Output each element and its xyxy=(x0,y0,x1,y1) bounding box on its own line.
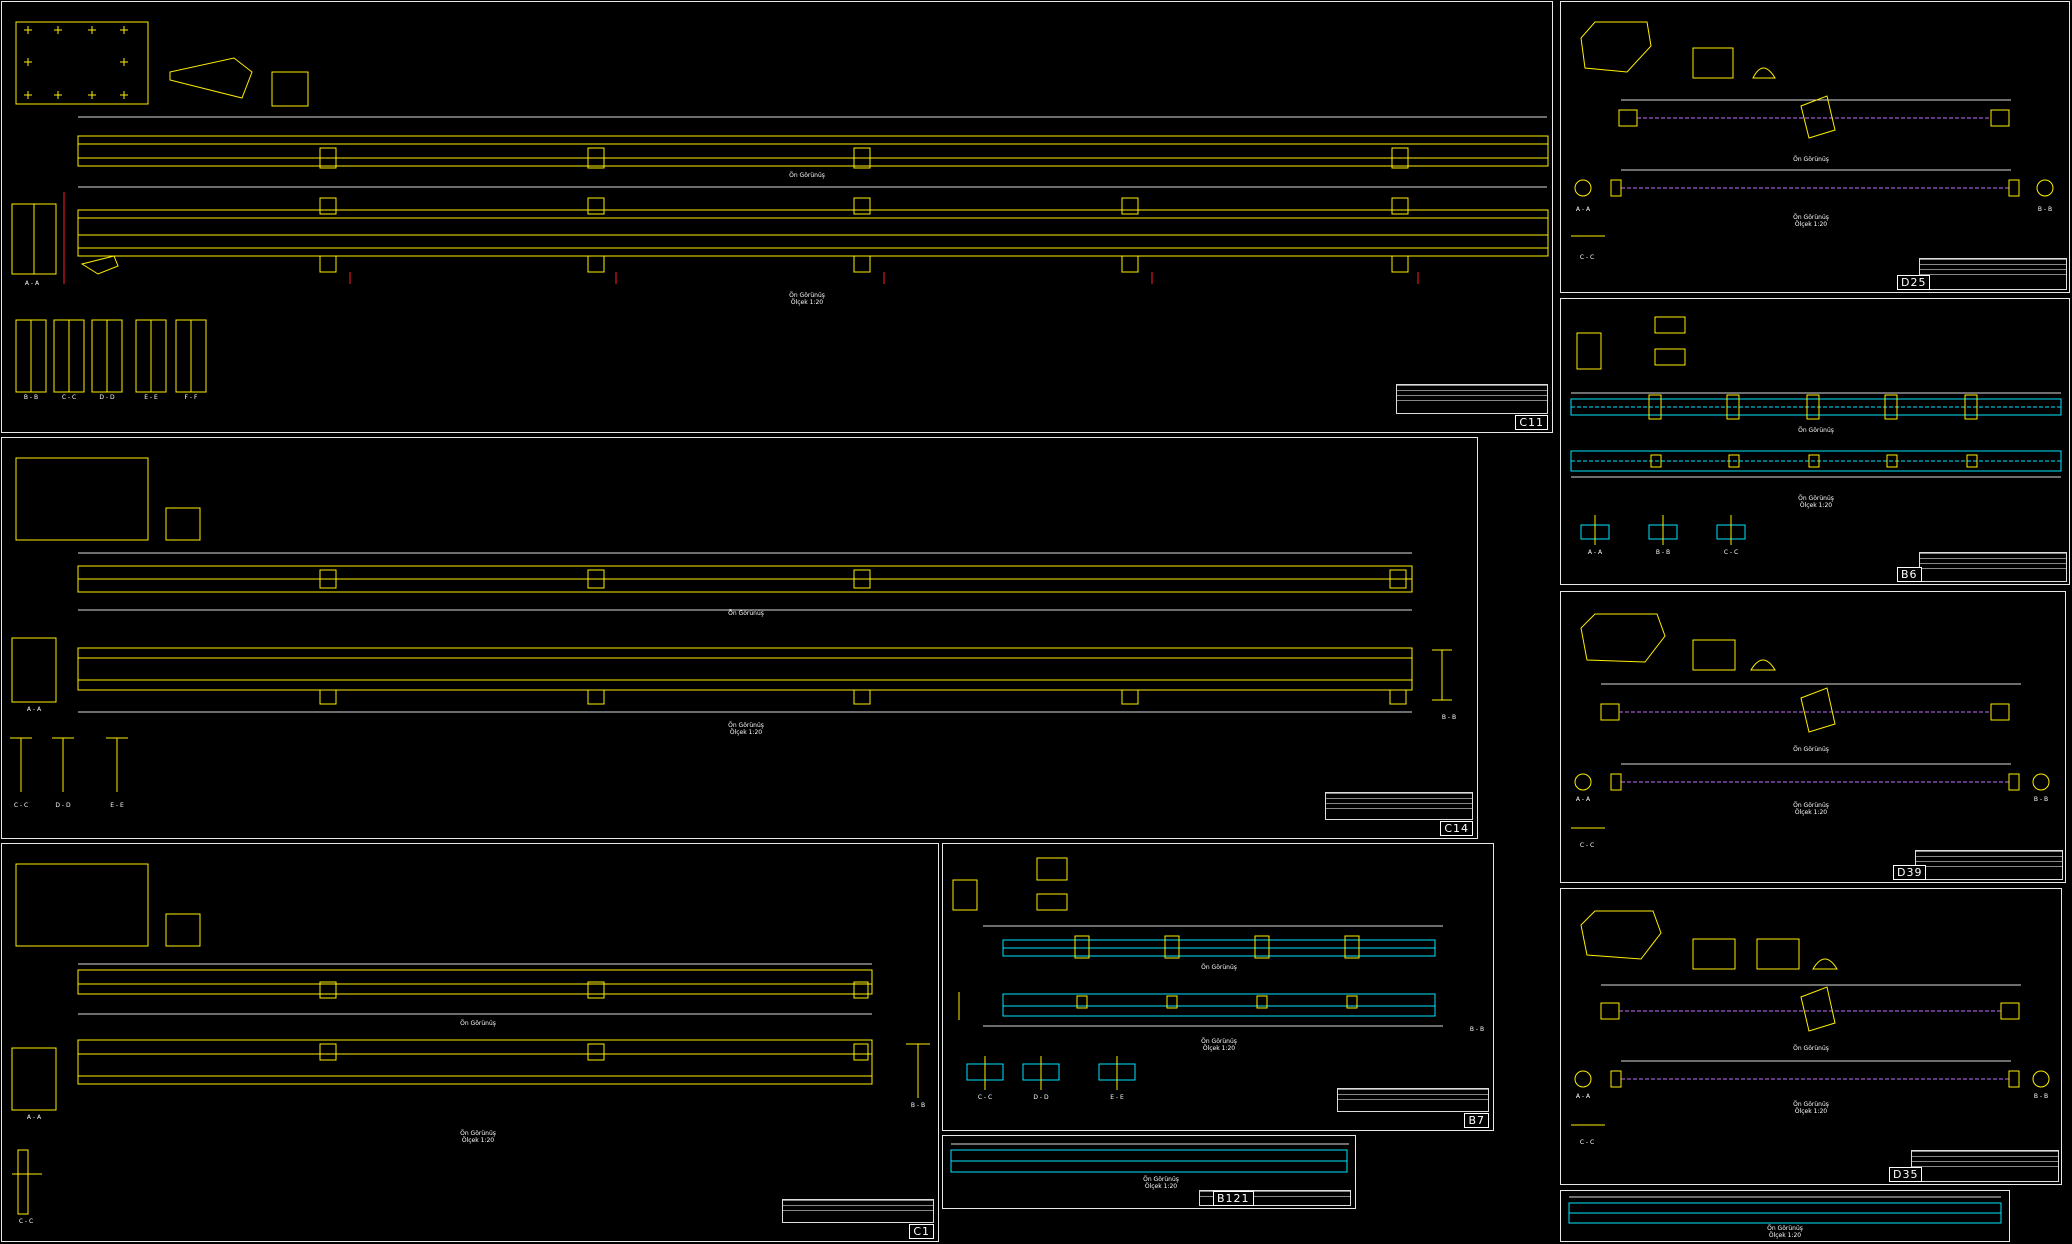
d39-view-caption-1: Ön Görünüş xyxy=(1793,746,1829,753)
d39-drawing xyxy=(1571,613,2050,829)
strip-drawing xyxy=(1568,1196,2002,1224)
c11-bolt-pattern xyxy=(24,26,128,99)
strip-view-caption: Ön Görünüş Ölçek 1:20 xyxy=(1767,1225,1803,1239)
c14-section-cc: C - C xyxy=(13,802,29,809)
c11-section-dd: D - D xyxy=(99,394,115,401)
b7-view-caption-2: Ön Görünüş Ölçek 1:20 xyxy=(1201,1038,1237,1052)
d39-view-caption-2: Ön Görünüş Ölçek 1:20 xyxy=(1793,802,1829,816)
c11-view-caption-2: Ön Görünüş Ölçek 1:20 xyxy=(789,292,825,306)
b6-view-caption-1: Ön Görünüş xyxy=(1798,427,1834,434)
c14-view-caption-1: Ön Görünüş xyxy=(728,610,764,617)
sheet-d35[interactable]: Ön Görünüş Ön Görünüş Ölçek 1:20 A - A B… xyxy=(1560,888,2062,1185)
c11-title-block xyxy=(1396,384,1548,414)
d35-section-bb: B - B xyxy=(2033,1093,2049,1100)
sheet-b121[interactable]: Ön Görünüş Ölçek 1:20 B121 xyxy=(942,1135,1356,1209)
b121-sheet-label: B121 xyxy=(1213,1191,1254,1206)
d35-section-cc: C - C xyxy=(1579,1139,1595,1146)
c11-member-bottom xyxy=(77,209,1549,257)
d25-section-aa: A - A xyxy=(1575,206,1591,213)
b6-section-aa: A - A xyxy=(1587,549,1603,556)
b7-section-ee: E - E xyxy=(1110,1094,1124,1101)
b6-view-caption-2: Ön Görünüş Ölçek 1:20 xyxy=(1798,495,1834,509)
b6-section-bb: B - B xyxy=(1655,549,1671,556)
sheet-c11[interactable]: Ön Görünüş Ön Görünüş Ölçek 1:20 A - A B… xyxy=(1,1,1553,433)
c1-section-cc: C - C xyxy=(18,1218,34,1225)
sheet-b6[interactable]: Ön Görünüş Ön Görünüş Ölçek 1:20 A - A B… xyxy=(1560,298,2070,585)
c14-section-bb: B - B xyxy=(1441,714,1457,721)
d25-sheet-label: D25 xyxy=(1897,275,1931,290)
c11-section-aa: A - A xyxy=(24,280,40,287)
c14-section-profiles xyxy=(10,737,128,792)
c11-section-cc: C - C xyxy=(61,394,77,401)
c1-sheet-label: C1 xyxy=(909,1224,934,1239)
b6-section-cc: C - C xyxy=(1723,549,1739,556)
b7-title-block xyxy=(1337,1088,1489,1112)
c11-drawing xyxy=(11,21,1549,393)
c14-section-aa: A - A xyxy=(26,706,42,713)
d35-section-aa: A - A xyxy=(1575,1093,1591,1100)
sheet-c14[interactable]: Ön Görünüş Ön Görünüş Ölçek 1:20 A - A B… xyxy=(1,437,1478,839)
d25-view-caption-1: Ön Görünüş xyxy=(1793,156,1829,163)
d35-view-caption-1: Ön Görünüş xyxy=(1793,1045,1829,1052)
d39-section-cc: C - C xyxy=(1579,842,1595,849)
d25-drawing xyxy=(1571,21,2054,237)
c14-section-dd: D - D xyxy=(55,802,71,809)
c11-sheet-label: C11 xyxy=(1515,415,1548,430)
d35-title-block xyxy=(1911,1150,2059,1182)
c11-member-top xyxy=(77,135,1549,167)
b6-title-block xyxy=(1919,552,2067,582)
sheet-d39[interactable]: Ön Görünüş Ön Görünüş Ölçek 1:20 A - A B… xyxy=(1560,591,2066,883)
c11-view-caption-1: Ön Görünüş xyxy=(789,172,825,179)
b121-drawing xyxy=(950,1143,1349,1173)
c1-section-aa: A - A xyxy=(26,1114,42,1121)
c11-section-ee: E - E xyxy=(144,394,158,401)
d25-view-caption-2: Ön Görünüş Ölçek 1:20 xyxy=(1793,214,1829,228)
d25-section-cc: C - C xyxy=(1579,254,1595,261)
d39-sheet-label: D39 xyxy=(1893,865,1927,880)
sheet-strip[interactable]: Ön Görünüş Ölçek 1:20 xyxy=(1560,1190,2010,1242)
b7-section-cc: C - C xyxy=(977,1094,993,1101)
c1-title-block xyxy=(782,1199,934,1223)
c14-section-ee: E - E xyxy=(110,802,124,809)
c14-sheet-label: C14 xyxy=(1440,821,1473,836)
b7-sheet-label: B7 xyxy=(1464,1113,1489,1128)
c1-view-caption-2: Ön Görünüş Ölçek 1:20 xyxy=(460,1130,496,1144)
b7-drawing xyxy=(952,857,1443,1090)
c11-section-profiles xyxy=(15,319,207,393)
c1-drawing xyxy=(11,863,930,1215)
b7-view-caption-1: Ön Görünüş xyxy=(1201,964,1237,971)
sheet-b7[interactable]: Ön Görünüş Ön Görünüş Ölçek 1:20 C - C D… xyxy=(942,843,1494,1131)
d39-title-block xyxy=(1915,850,2063,880)
d35-sheet-label: D35 xyxy=(1889,1167,1923,1182)
sheet-d25[interactable]: Ön Görünüş Ön Görünüş Ölçek 1:20 A - A B… xyxy=(1560,1,2070,293)
c11-section-ff: F - F xyxy=(184,394,198,401)
c1-section-bb: B - B xyxy=(910,1102,926,1109)
b7-section-dd: D - D xyxy=(1033,1094,1049,1101)
d35-view-caption-2: Ön Görünüş Ölçek 1:20 xyxy=(1793,1101,1829,1115)
c14-view-caption-2: Ön Görünüş Ölçek 1:20 xyxy=(728,722,764,736)
d35-drawing xyxy=(1571,910,2050,1126)
b7-section-bb: B - B xyxy=(1469,1026,1485,1033)
d25-title-block xyxy=(1919,258,2067,290)
c14-drawing xyxy=(10,457,1452,792)
b6-sheet-label: B6 xyxy=(1897,567,1922,582)
c1-view-caption-1: Ön Görünüş xyxy=(460,1020,496,1027)
sheet-c1[interactable]: Ön Görünüş Ön Görünüş Ölçek 1:20 A - A B… xyxy=(1,843,939,1242)
d39-section-bb: B - B xyxy=(2033,796,2049,803)
d39-section-aa: A - A xyxy=(1575,796,1591,803)
c14-title-block xyxy=(1325,792,1473,820)
b6-drawing xyxy=(1570,316,2062,545)
b121-view-caption: Ön Görünüş Ölçek 1:20 xyxy=(1143,1176,1179,1190)
d25-section-bb: B - B xyxy=(2037,206,2053,213)
c11-section-bb: B - B xyxy=(23,394,39,401)
